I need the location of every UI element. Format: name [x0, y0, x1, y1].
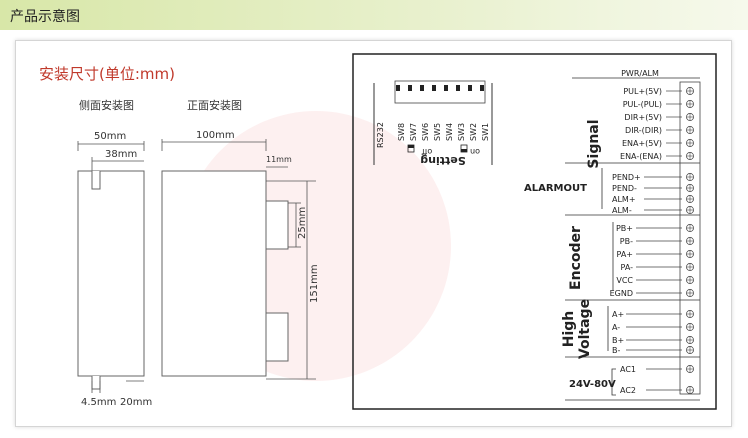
hv-pin-label: B+ [612, 336, 624, 345]
hv-pin-label: A+ [612, 310, 624, 319]
hv-pin-label: B- [612, 346, 620, 355]
signal-group-label: Signal [586, 119, 602, 168]
signal-pin-label: DIR+(5V) [624, 113, 662, 122]
encoder-pin-label: PB- [620, 237, 633, 246]
dip-switch-block [394, 80, 486, 104]
encoder-pin-label: PA- [621, 263, 634, 272]
front-slot-dimension [288, 202, 301, 248]
diagram-panel: 安装尺寸(单位:mm) 侧面安装图 正面安装图 50mm 38mm 4.5mm … [15, 40, 732, 427]
top-offset-label: 11mm [266, 155, 292, 164]
hv-pin-label: A- [612, 323, 620, 332]
rs232-label: RS232 [376, 122, 385, 148]
front-view-body [161, 170, 289, 377]
terminal-column [679, 81, 701, 395]
switch-label-sw6: SW6 [421, 123, 430, 141]
switch-label-sw5: SW5 [433, 123, 442, 141]
signal-pin-label: ENA+(5V) [622, 139, 662, 148]
bottom-left-label: 4.5mm [81, 397, 116, 408]
on-label: on [470, 147, 480, 156]
signal-pin-label: ENA-(ENA) [620, 152, 662, 161]
switch-label-sw1: SW1 [481, 123, 490, 141]
signal-pin-label: PUL+(5V) [623, 87, 662, 96]
front-width-label: 100mm [196, 130, 235, 141]
diagram-svg: 安装尺寸(单位:mm) 侧面安装图 正面安装图 50mm 38mm 4.5mm … [39, 53, 717, 410]
slot-label: 25mm [297, 207, 308, 239]
ac-pin-label: AC2 [620, 386, 636, 395]
terminal-screws [686, 87, 694, 394]
side-view-body [77, 170, 145, 390]
side-bottom-dimensions [91, 380, 144, 393]
bottom-right-label: 20mm [120, 397, 152, 408]
side-view-label: 侧面安装图 [79, 98, 134, 112]
page-title: 产品示意图 [10, 9, 80, 25]
encoder-pin-label: EGND [610, 289, 633, 298]
signal-pin-label: DIR-(DIR) [625, 126, 662, 135]
on-legend [460, 144, 468, 153]
encoder-group-label: Encoder [568, 226, 584, 290]
hv-group-label-line2: Voltage [577, 299, 593, 359]
switch-label-sw4: SW4 [445, 123, 454, 141]
dimension-title: 安装尺寸(单位:mm) [39, 65, 175, 83]
ac-pin-label: AC1 [620, 365, 636, 374]
side-width-label: 50mm [94, 131, 126, 142]
pin-leader-lines [626, 90, 682, 391]
header-bar: 产品示意图 [0, 0, 748, 30]
switch-label-sw8: SW8 [397, 123, 406, 141]
alarm-group-label: ALARMOUT [524, 183, 587, 194]
encoder-pin-label: PB+ [616, 224, 633, 233]
alarm-pin-label: PEND- [612, 184, 637, 193]
front-height-dimension [266, 180, 316, 380]
switch-label-sw7: SW7 [409, 123, 418, 141]
switch-label-sw3: SW3 [457, 123, 466, 141]
side-view-dimensions [77, 141, 145, 171]
alarm-pin-label: PEND+ [612, 173, 641, 182]
ac-group-label: 24V-80V [569, 379, 616, 390]
encoder-pin-label: VCC [616, 276, 633, 285]
off-label: off [421, 147, 432, 156]
setting-label: Setting [420, 154, 465, 167]
alarm-pin-label: ALM+ [612, 195, 636, 204]
alarm-pin-label: ALM- [612, 206, 632, 215]
hv-group-label-line1: High [561, 311, 577, 348]
off-legend [407, 144, 415, 153]
side-inner-label: 38mm [105, 149, 137, 160]
height-label: 151mm [309, 264, 320, 303]
pwr-alm-label: PWR/ALM [621, 69, 659, 78]
front-view-dimensions [161, 139, 288, 168]
group-separators [565, 162, 700, 401]
driver-outline [352, 53, 717, 410]
front-view-label: 正面安装图 [187, 98, 242, 112]
signal-pin-label: PUL-(PUL) [623, 100, 662, 109]
encoder-pin-label: PA+ [617, 250, 634, 259]
pin-brackets [601, 168, 616, 396]
switch-label-sw2: SW2 [469, 123, 478, 141]
